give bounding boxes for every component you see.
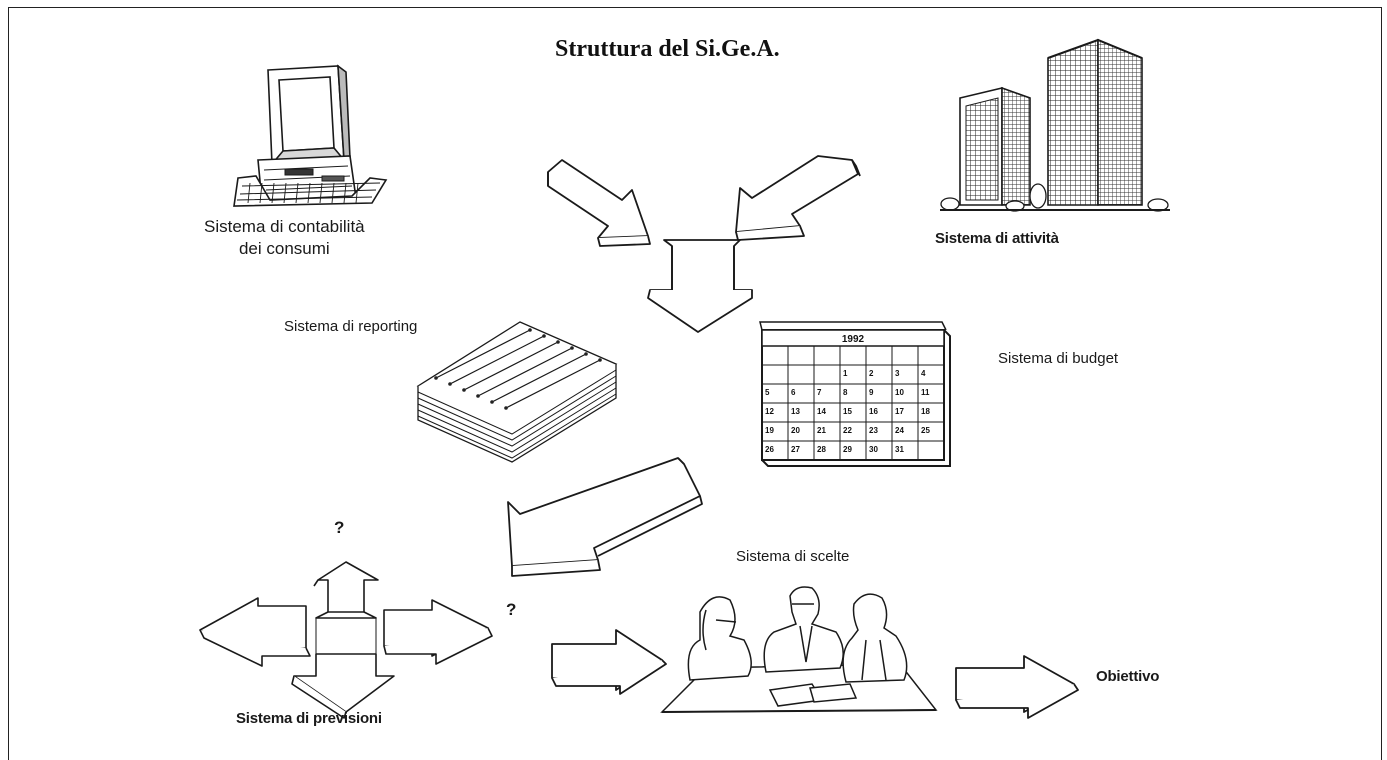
report-paper-stack-icon (416, 321, 618, 463)
label-budget: Sistema di budget (998, 350, 1119, 367)
label-reporting: Sistema di reporting (284, 318, 418, 335)
calendar-day: 19 (765, 426, 774, 435)
calendar-day: 16 (869, 407, 878, 416)
calendar-day: 26 (765, 445, 774, 454)
meeting-people-icon (660, 586, 938, 713)
calendar-day: 30 (869, 445, 878, 454)
calendar-day: 7 (817, 388, 822, 397)
calendar-day: 29 (843, 445, 852, 454)
calendar-day: 21 (817, 426, 826, 435)
calendar-day: 13 (791, 407, 800, 416)
label-previsioni: Sistema di previsioni (236, 710, 382, 727)
previsioni-cross-arrows (199, 561, 493, 719)
arrow-from-attivita (735, 155, 861, 241)
calendar-day: 10 (895, 388, 904, 397)
calendar-day: 18 (921, 407, 930, 416)
calendar-year: 1992 (842, 334, 865, 345)
calendar-day: 4 (921, 369, 926, 378)
arrow-from-consumi (547, 159, 651, 247)
calendar-day: 22 (843, 426, 852, 435)
office-buildings-icon (940, 38, 1170, 212)
arrow-into-scelte (551, 629, 667, 695)
label-attivita: Sistema di attività (935, 230, 1059, 247)
calendar-day: 27 (791, 445, 800, 454)
calendar-day: 9 (869, 388, 874, 397)
calendar-day: 3 (895, 369, 900, 378)
arrow-to-obiettivo (955, 655, 1079, 719)
question-mark-top: ? (334, 518, 345, 537)
calendar-day: 12 (765, 407, 774, 416)
calendar-day: 15 (843, 407, 852, 416)
calendar-day: 25 (921, 426, 930, 435)
calendar-day: 1 (843, 369, 848, 378)
calendar-day: 2 (869, 369, 874, 378)
calendar-day: 23 (869, 426, 878, 435)
arrow-down-center (647, 239, 753, 333)
calendar-day: 11 (921, 388, 930, 397)
calendar-day: 20 (791, 426, 800, 435)
arrow-to-previsioni (507, 457, 703, 577)
calendar-day: 28 (817, 445, 826, 454)
calendar-day: 6 (791, 388, 796, 397)
diagram-frame (8, 7, 1382, 760)
label-obiettivo: Obiettivo (1096, 668, 1160, 685)
label-scelte: Sistema di scelte (736, 548, 850, 565)
computer-icon (233, 64, 388, 207)
calendar-day: 17 (895, 407, 904, 416)
calendar-day: 14 (817, 407, 826, 416)
calendar-day: 31 (895, 445, 904, 454)
label-consumi: Sistema di contabilità dei consumi (204, 217, 365, 258)
question-mark-right: ? (506, 600, 517, 619)
calendar-day: 5 (765, 388, 770, 397)
calendar-day: 24 (895, 426, 904, 435)
calendar-day: 8 (843, 388, 848, 397)
diagram-title: Struttura del Si.Ge.A. (555, 36, 780, 62)
